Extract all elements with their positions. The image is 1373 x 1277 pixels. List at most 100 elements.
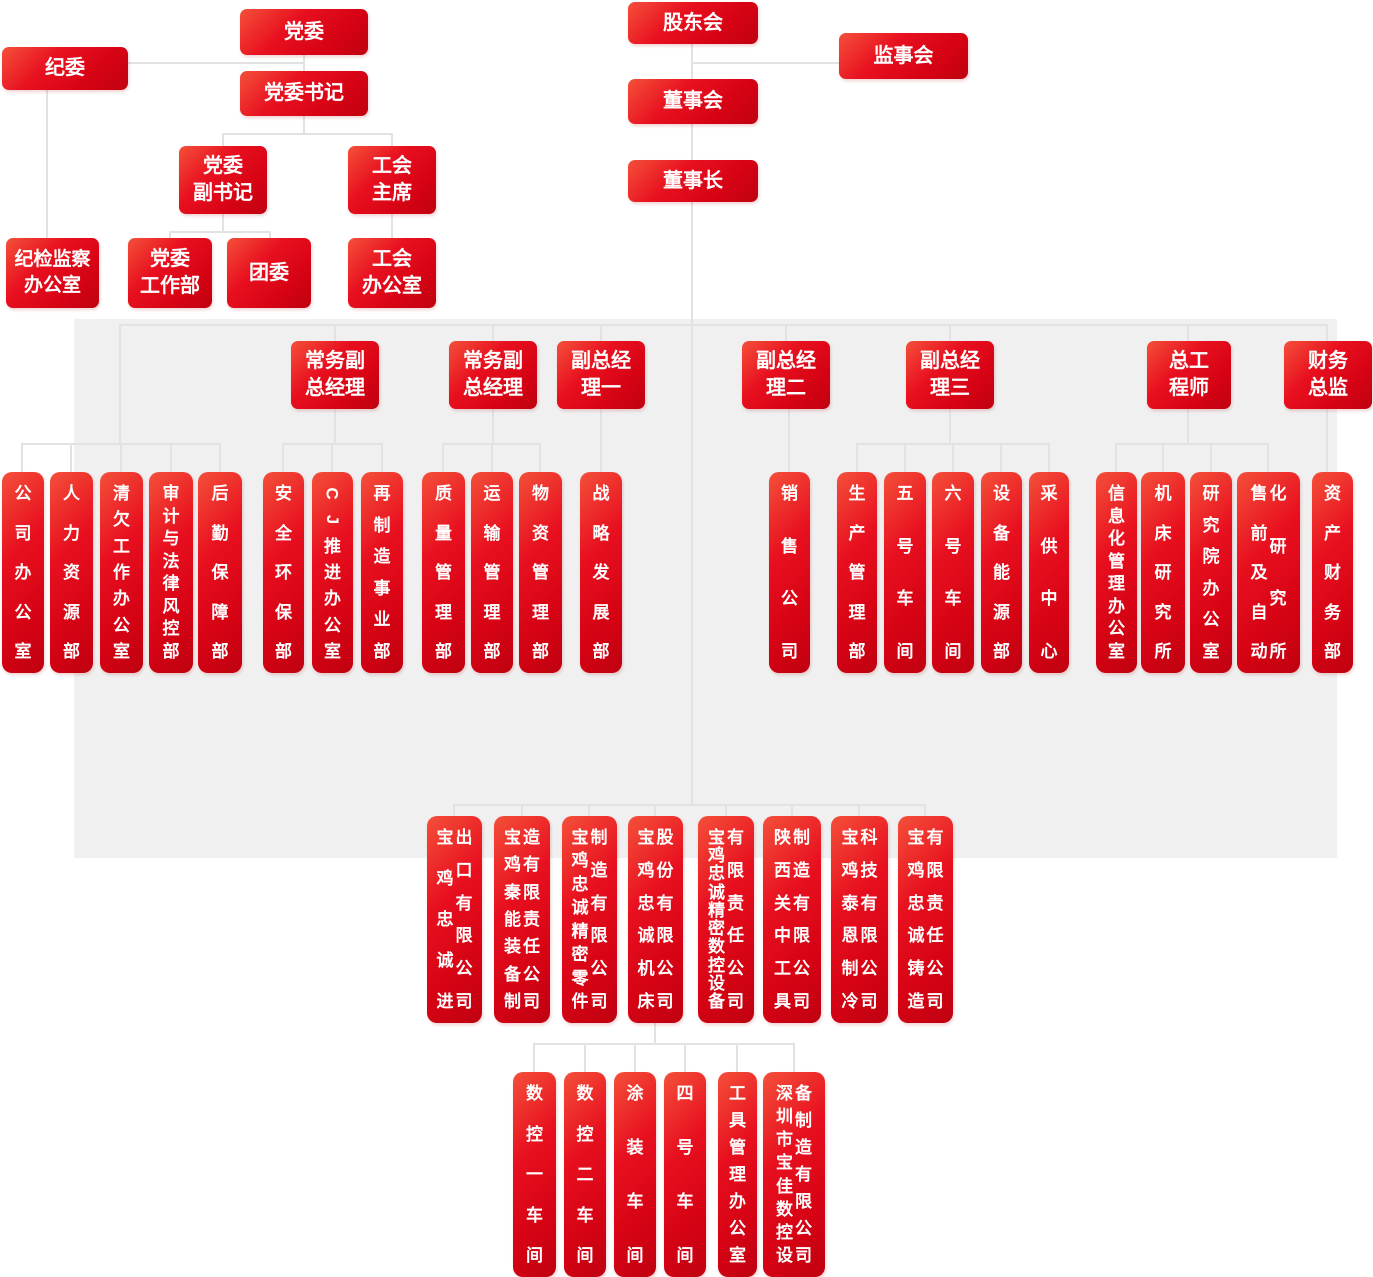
node-jiwei: 纪委 bbox=[2, 47, 128, 90]
vertical-text-column: 安全环保部 bbox=[275, 484, 292, 661]
node-shenzhen-baojia-shukong-gongsi: 深圳市宝佳数控设备制造有限公司 bbox=[763, 1072, 825, 1277]
vertical-text-column: 研究院办公室 bbox=[1202, 484, 1220, 661]
connector-line bbox=[1000, 443, 1002, 473]
vertical-text-column: 运输管理部 bbox=[483, 484, 501, 661]
vertical-text-column: 战略发展部 bbox=[592, 484, 610, 661]
node-shenji-yu-falv-fengkongbu: 审计与法律风控部 bbox=[149, 472, 193, 673]
node-changwu-fuzongjingli-1: 常务副 总经理 bbox=[291, 341, 379, 409]
connector-line bbox=[533, 1043, 795, 1045]
connector-line bbox=[785, 324, 787, 342]
vertical-text-column: 宝鸡泰恩制冷 bbox=[841, 828, 859, 1011]
vertical-text-column: 信息化管理办公室 bbox=[1108, 484, 1125, 661]
connector-line bbox=[949, 324, 951, 342]
node-dongshizhang: 董事长 bbox=[628, 160, 758, 202]
node-zaizhizao-shiyebu: 再制造事业部 bbox=[361, 472, 403, 673]
vertical-text-column: 售前及自动 bbox=[1250, 484, 1268, 661]
node-zhiliang-guanlibu: 质量管理部 bbox=[422, 472, 465, 673]
vertical-text-column: 宝鸡秦能装备制 bbox=[504, 828, 521, 1011]
connector-line bbox=[222, 214, 224, 232]
vertical-text-column: 有限责任公司 bbox=[926, 828, 944, 1011]
connector-line bbox=[1187, 409, 1189, 444]
vertical-text-column: 后勤保障部 bbox=[211, 484, 229, 661]
connector-line bbox=[725, 804, 727, 817]
connector-line bbox=[1187, 324, 1189, 342]
node-caiwu-zongjian: 财务 总监 bbox=[1284, 341, 1372, 409]
connector-line bbox=[119, 324, 1327, 326]
node-zonggongchengshi: 总工 程师 bbox=[1147, 341, 1231, 409]
connector-line bbox=[282, 443, 284, 473]
vertical-text-column: 审计与法律风控部 bbox=[162, 484, 180, 661]
vertical-text-column: 物资管理部 bbox=[532, 484, 549, 661]
connector-line bbox=[1115, 443, 1117, 473]
node-baoji-zhongcheng-zhuzao-gongsi: 宝鸡忠诚铸造有限责任公司 bbox=[898, 816, 953, 1023]
connector-line bbox=[442, 443, 444, 473]
connector-line bbox=[533, 1043, 535, 1073]
node-qingqian-gongzuo-bangongshi: 清欠工作办公室 bbox=[100, 472, 143, 673]
node-shukong-er-chejian: 数控二车间 bbox=[564, 1072, 606, 1277]
connector-line bbox=[269, 231, 271, 239]
vertical-text-column: 人力资源部 bbox=[63, 484, 80, 661]
node-tuzhuang-chejian: 涂装车间 bbox=[614, 1072, 656, 1277]
vertical-text-column: 四号车间 bbox=[676, 1084, 694, 1265]
connector-line bbox=[170, 443, 172, 473]
node-baoji-zhongcheng-jinchukou-gongsi: 宝鸡忠诚进出口有限公司 bbox=[427, 816, 482, 1023]
node-shaanxi-guanzhong-gongju-gongsi: 陕西关中工具制造有限公司 bbox=[763, 816, 821, 1023]
connector-line bbox=[303, 55, 305, 72]
connector-line bbox=[791, 804, 793, 817]
connector-line bbox=[120, 443, 122, 473]
node-shouqian-ji-zidonghua-yanjiusuo: 售前及自动化研究所 bbox=[1237, 472, 1300, 673]
node-jianshihui: 监事会 bbox=[839, 33, 968, 79]
connector-line bbox=[684, 1043, 686, 1073]
vertical-text-column: 科技有限公司 bbox=[860, 828, 878, 1011]
vertical-text-column: 机床研究所 bbox=[1154, 484, 1172, 661]
vertical-text-column: 宝鸡忠诚精密数控设备 bbox=[708, 828, 725, 1011]
connector-line bbox=[584, 1043, 586, 1073]
vertical-text-column: 资产财务部 bbox=[1324, 484, 1341, 661]
connector-line bbox=[119, 324, 121, 444]
node-baoji-zhongcheng-jingmi-shukong-gongsi: 宝鸡忠诚精密数控设备有限责任公司 bbox=[698, 816, 754, 1023]
vertical-text-column: 出口有限公司 bbox=[455, 828, 473, 1011]
node-gonghui-bangongshi: 工会 办公室 bbox=[348, 238, 436, 308]
node-baoji-zhongcheng-jingmi-lingjian-gongsi: 宝鸡忠诚精密零件制造有限公司 bbox=[562, 816, 617, 1023]
connector-line bbox=[303, 116, 305, 134]
node-sihao-chejian: 四号车间 bbox=[664, 1072, 706, 1277]
node-dongshihui: 董事会 bbox=[628, 79, 758, 124]
node-gongju-guanli-bangongshi: 工具管理办公室 bbox=[718, 1072, 757, 1277]
connector-line bbox=[453, 804, 455, 817]
connector-line bbox=[1162, 443, 1164, 473]
vertical-text-column: 股份有限公司 bbox=[656, 828, 674, 1011]
connector-line bbox=[1326, 324, 1328, 342]
vertical-text-column: 采供中心 bbox=[1040, 484, 1058, 661]
node-changwu-fuzongjingli-2: 常务副 总经理 bbox=[449, 341, 537, 409]
connector-line bbox=[1267, 443, 1269, 473]
vertical-text-column: 化研究所 bbox=[1269, 484, 1287, 661]
node-wuhao-chejian: 五号车间 bbox=[884, 472, 926, 673]
vertical-text-column: 陕西关中工具 bbox=[774, 828, 791, 1011]
connector-line bbox=[1326, 409, 1328, 473]
vertical-text-column: 造有限责任公司 bbox=[523, 828, 540, 1011]
connector-line bbox=[1115, 443, 1268, 445]
connector-line bbox=[334, 409, 336, 444]
connector-line bbox=[46, 90, 48, 238]
node-jichuang-yanjiusuo: 机床研究所 bbox=[1141, 472, 1185, 673]
node-shengchan-guanlibu: 生产管理部 bbox=[837, 472, 877, 673]
connector-line bbox=[453, 804, 925, 806]
connector-line bbox=[381, 443, 383, 473]
connector-line bbox=[1048, 443, 1050, 473]
node-shukong-yi-chejian: 数控一车间 bbox=[513, 1072, 556, 1277]
connector-line bbox=[169, 231, 270, 233]
vertical-text-column: 公司办公室 bbox=[14, 484, 32, 661]
node-zhanlve-fazhanbu: 战略发展部 bbox=[580, 472, 622, 673]
connector-line bbox=[856, 443, 858, 473]
node-baoji-taien-zhileng-gongsi: 宝鸡泰恩制冷科技有限公司 bbox=[831, 816, 888, 1023]
connector-line bbox=[904, 443, 906, 473]
connector-line bbox=[654, 1023, 656, 1044]
node-caigong-zhongxin: 采供中心 bbox=[1029, 472, 1069, 673]
node-baoji-qinneng-zhuangbei-gongsi: 宝鸡秦能装备制造有限责任公司 bbox=[494, 816, 550, 1023]
vertical-text-column: 数控二车间 bbox=[576, 1084, 594, 1265]
